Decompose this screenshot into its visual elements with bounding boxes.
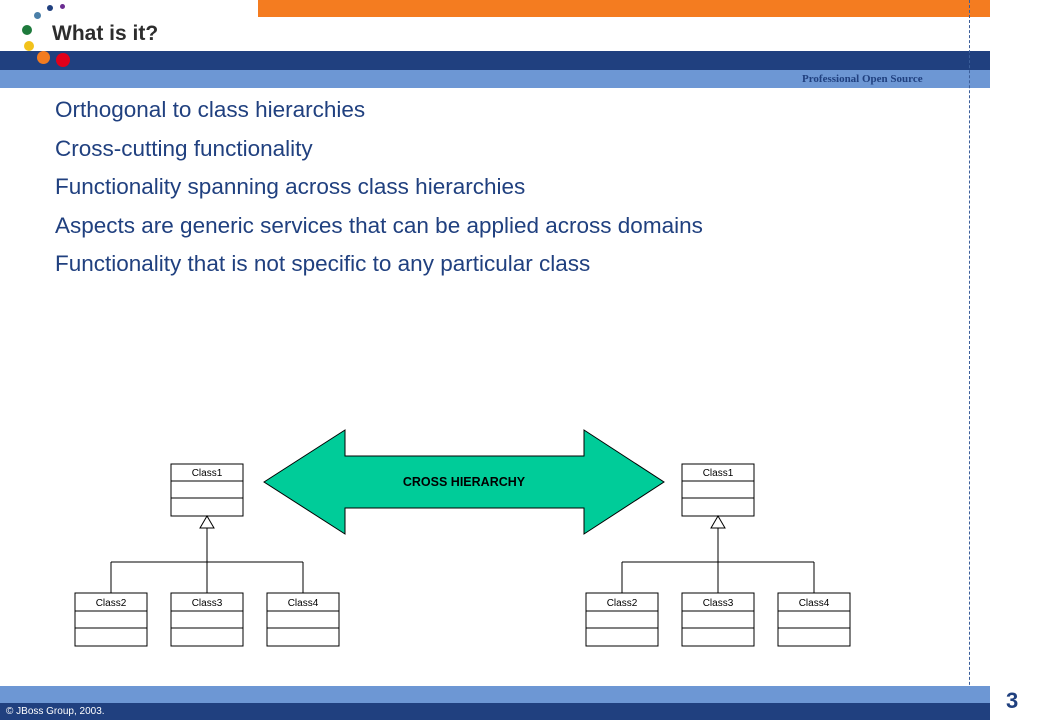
uml-class-box	[74, 592, 148, 647]
cross-hierarchy-arrow	[263, 429, 665, 535]
bullet-item: Aspects are generic services that can be…	[55, 212, 703, 238]
tagline: Professional Open Source	[802, 73, 923, 85]
inheritance-triangle-icon	[199, 515, 215, 529]
uml-class-box	[777, 592, 851, 647]
bullet-item: Functionality spanning across class hier…	[55, 174, 526, 199]
uml-class-box	[585, 592, 659, 647]
class-hierarchy-diagram: CROSS HIERARCHY Cla	[74, 429, 851, 647]
slide-title: What is it?	[52, 22, 159, 45]
vertical-dashed-line	[969, 0, 970, 720]
header-band-light	[0, 70, 990, 88]
uml-class-box	[681, 592, 755, 647]
class-name: Class3	[703, 598, 734, 609]
bullet-item: Orthogonal to class hierarchies	[55, 97, 366, 122]
uml-class-box	[681, 463, 755, 517]
class-name: Class2	[96, 598, 127, 609]
class-name: Class2	[607, 598, 638, 609]
uml-class-box	[170, 592, 244, 647]
inheritance-triangle-icon	[710, 515, 726, 529]
bullet-list: Orthogonal to class hierarchies Cross-cu…	[55, 91, 703, 284]
bullet-item: Functionality that is not specific to an…	[55, 251, 591, 276]
uml-class-box	[266, 592, 340, 647]
footer-band-light	[0, 686, 990, 703]
class-name: Class3	[192, 598, 223, 609]
left-hierarchy	[74, 463, 340, 647]
class-name: Class4	[799, 598, 830, 609]
footer-band-dark	[0, 703, 990, 720]
top-orange-bar	[258, 0, 990, 17]
header-band-dark	[0, 51, 990, 70]
class-name: Class1	[192, 468, 223, 479]
class-name: Class1	[703, 468, 734, 479]
page-number: 3	[1006, 688, 1019, 713]
right-hierarchy	[585, 463, 851, 647]
bullet-item: Cross-cutting functionality	[55, 135, 313, 161]
logo-dots-icon	[0, 0, 80, 70]
copyright-text: © JBoss Group, 2003.	[6, 706, 105, 717]
arrow-label: CROSS HIERARCHY	[403, 475, 526, 489]
class-name: Class4	[288, 598, 319, 609]
